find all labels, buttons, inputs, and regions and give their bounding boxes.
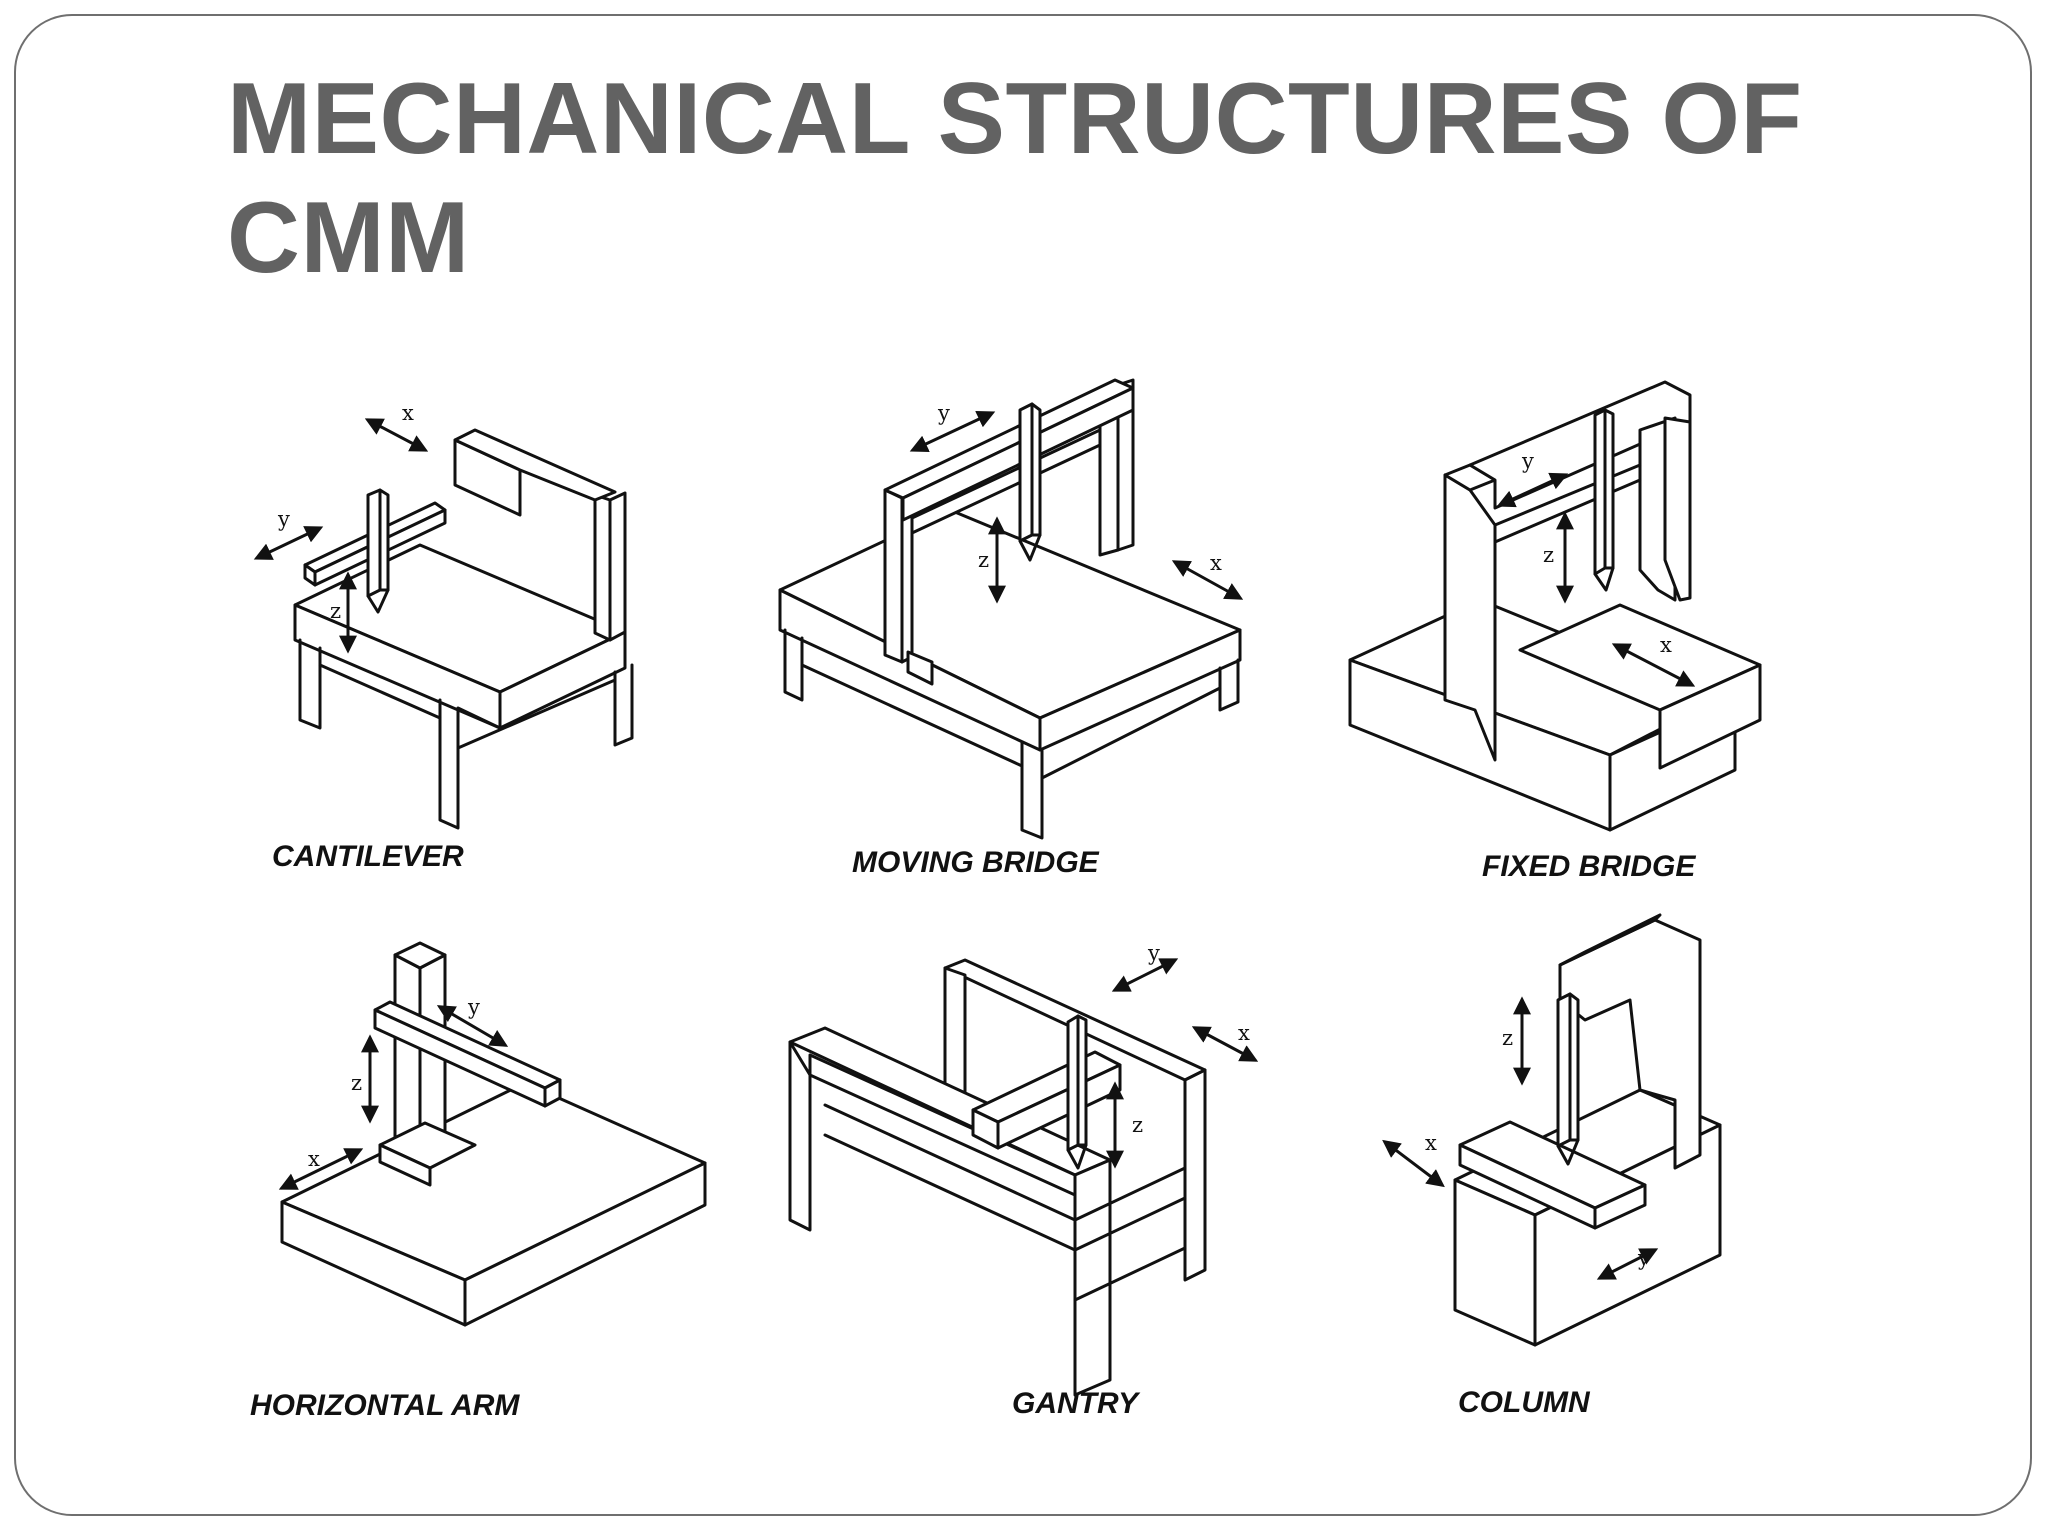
svg-text:x: x <box>1238 1021 1250 1045</box>
cmm-structures-figure: x y z CANTILEVER y z x MOVING B <box>220 300 1880 1450</box>
svg-text:z: z <box>978 548 989 572</box>
caption-cantilever: CANTILEVER <box>272 840 464 873</box>
caption-horizontal-arm: HORIZONTAL ARM <box>250 1389 520 1422</box>
svg-text:y: y <box>1637 1246 1650 1270</box>
caption-fixed-bridge: FIXED BRIDGE <box>1482 850 1696 883</box>
svg-text:x: x <box>1210 551 1222 575</box>
svg-text:x: x <box>308 1147 320 1171</box>
moving-bridge-drawing <box>778 378 1244 840</box>
svg-text:z: z <box>351 1071 362 1095</box>
svg-text:x: x <box>1425 1131 1437 1155</box>
svg-text:y: y <box>1521 449 1534 473</box>
slide-title: MECHANICAL STRUCTURES OF CMM <box>227 60 1803 298</box>
svg-text:z: z <box>330 599 341 623</box>
svg-text:x: x <box>1660 633 1672 657</box>
svg-text:x: x <box>402 401 414 425</box>
svg-text:y: y <box>277 507 290 531</box>
title-line-2: CMM <box>227 182 470 294</box>
horizontal-arm-drawing <box>278 941 707 1327</box>
svg-text:z: z <box>1543 543 1554 567</box>
svg-text:y: y <box>1147 941 1160 965</box>
svg-text:z: z <box>1502 1026 1513 1050</box>
svg-text:z: z <box>1132 1113 1143 1137</box>
svg-text:y: y <box>937 401 950 425</box>
caption-gantry: GANTRY <box>1012 1387 1141 1420</box>
svg-text:y: y <box>467 995 480 1019</box>
caption-moving-bridge: MOVING BRIDGE <box>852 846 1100 879</box>
fixed-bridge-drawing <box>1348 380 1762 832</box>
gantry-drawing <box>788 958 1259 1397</box>
cantilever-drawing <box>253 418 634 830</box>
caption-column: COLUMN <box>1458 1386 1591 1419</box>
column-drawing <box>1382 913 1722 1347</box>
title-line-1: MECHANICAL STRUCTURES OF <box>227 63 1803 175</box>
